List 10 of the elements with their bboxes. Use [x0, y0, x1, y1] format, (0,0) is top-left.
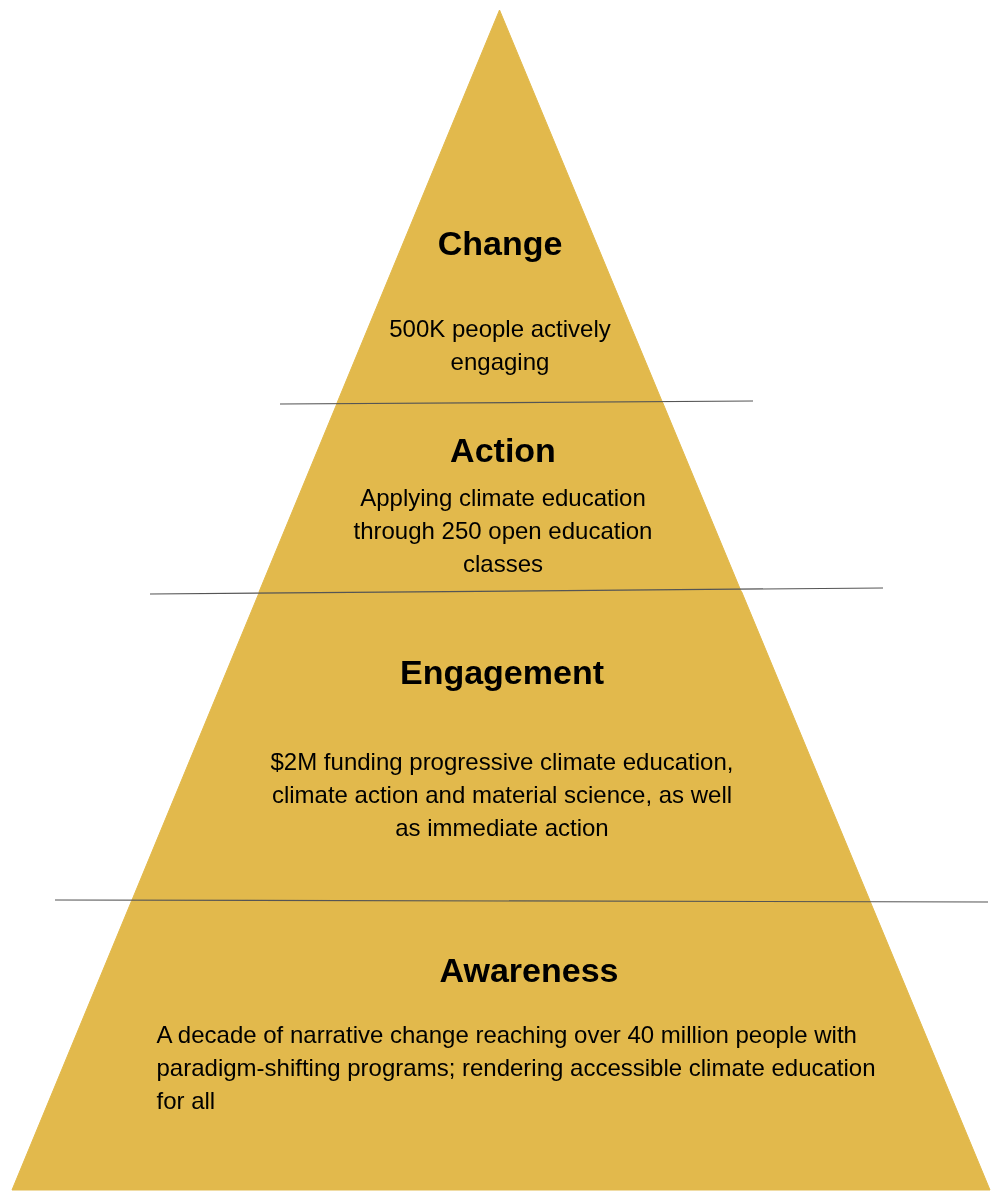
tier-description: A decade of narrative change reaching over 40 million people with paradigm-shifting programs; rendering accessible climate education for all: [156, 1020, 877, 1116]
tier-description: 500K people actively engaging: [388, 314, 612, 377]
tier-heading: Engagement: [398, 652, 605, 692]
tier-heading: Awareness: [438, 950, 620, 990]
tier-description: Applying climate education through 250 open education classes: [353, 483, 653, 579]
tier-heading: Change: [436, 223, 564, 263]
pyramid-apex: [337, 10, 664, 403]
tier-heading: Action: [449, 430, 557, 470]
pyramid-band: [12, 900, 990, 1190]
tier-description: $2M funding progressive climate education, climate action and material science, as well as immediate action: [269, 747, 735, 843]
